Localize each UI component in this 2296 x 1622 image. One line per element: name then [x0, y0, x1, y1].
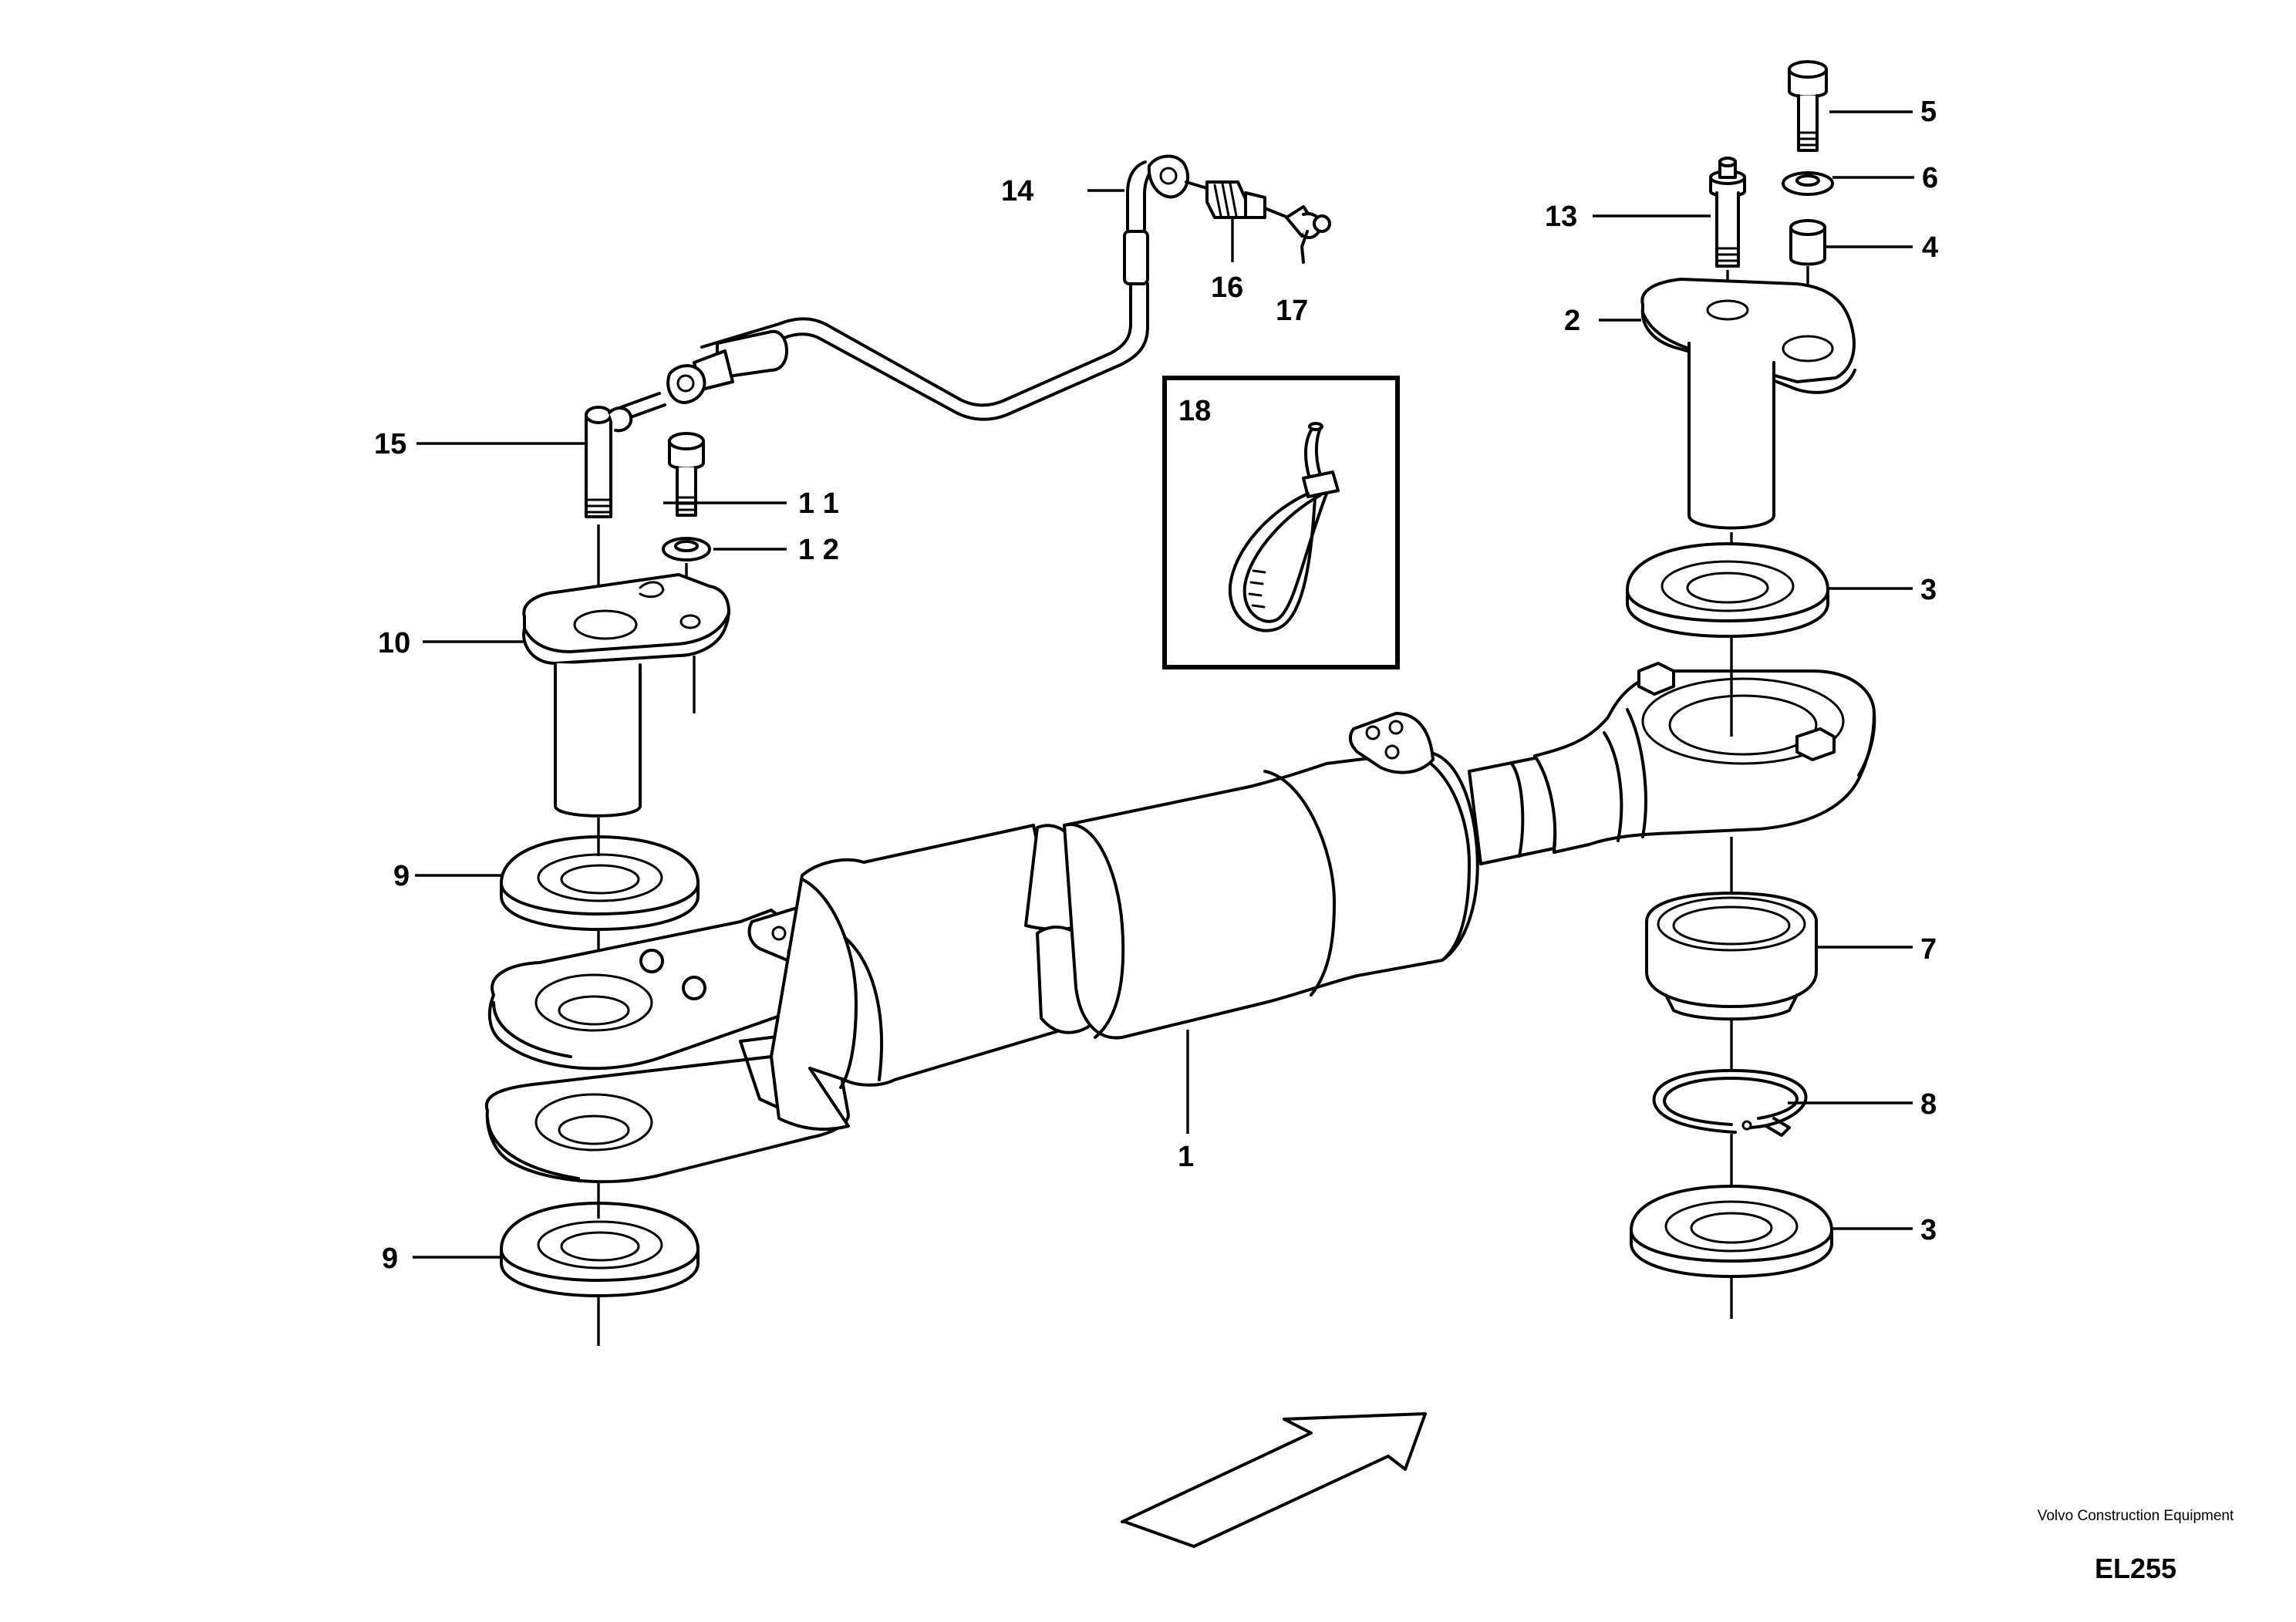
callout-2: 2: [1564, 305, 1580, 337]
callout-3-bottom: 3: [1920, 1214, 1937, 1246]
drawing-code: EL255: [2094, 1553, 2177, 1584]
circlip-8: [1652, 1069, 1808, 1137]
callout-5: 5: [1920, 96, 1937, 128]
pin-13: [1709, 157, 1746, 268]
pin-flange-10: [522, 573, 730, 818]
spherical-bearing-7: [1645, 892, 1818, 1021]
washer-9-top: [500, 835, 700, 931]
washer-12: [662, 537, 711, 561]
callout-10: 10: [378, 627, 410, 659]
callout-3-top: 3: [1920, 574, 1937, 606]
callout-6: 6: [1922, 162, 1938, 194]
callout-18: 18: [1178, 395, 1211, 427]
callout-11: 1 1: [798, 487, 839, 520]
hydraulic-cylinder: [484, 662, 1876, 1184]
grease-pin-15: [585, 406, 633, 518]
washer-6: [1782, 171, 1834, 196]
callout-16: 16: [1211, 271, 1243, 304]
right-pin-group: [1626, 60, 1856, 1319]
leader-lines: [413, 110, 1914, 1259]
callout-9-bottom: 9: [382, 1243, 398, 1275]
callout-7: 7: [1920, 933, 1937, 966]
callouts: 1 2 3 3 4 5 6 7 8 9 9 10 1 1 1 2 13 14 1…: [374, 96, 1938, 1275]
direction-arrow: [1121, 1412, 1427, 1548]
callout-9-top: 9: [393, 860, 410, 892]
inset-cable-tie: [1162, 376, 1400, 669]
left-pin-group: [500, 432, 730, 1346]
bolt-5: [1788, 60, 1828, 152]
washer-3-bottom: [1630, 1185, 1833, 1278]
grease-nipple-17: [1285, 205, 1331, 264]
callout-15: 15: [374, 428, 406, 460]
sleeve-4: [1789, 219, 1826, 266]
callout-8: 8: [1920, 1088, 1937, 1121]
callout-1: 1: [1178, 1141, 1194, 1173]
callout-14: 14: [1001, 175, 1033, 207]
callout-13: 13: [1545, 201, 1577, 233]
company-name: Volvo Construction Equipment: [2037, 1508, 2234, 1524]
callout-17: 17: [1276, 295, 1308, 327]
pin-flange-2: [1640, 278, 1856, 530]
grease-tube: [585, 154, 1331, 518]
callout-4: 4: [1922, 231, 1938, 264]
washer-9-bottom: [500, 1202, 700, 1297]
fitting-16: [1205, 180, 1290, 219]
callout-12: 1 2: [798, 534, 839, 566]
washer-3-top: [1626, 542, 1829, 638]
